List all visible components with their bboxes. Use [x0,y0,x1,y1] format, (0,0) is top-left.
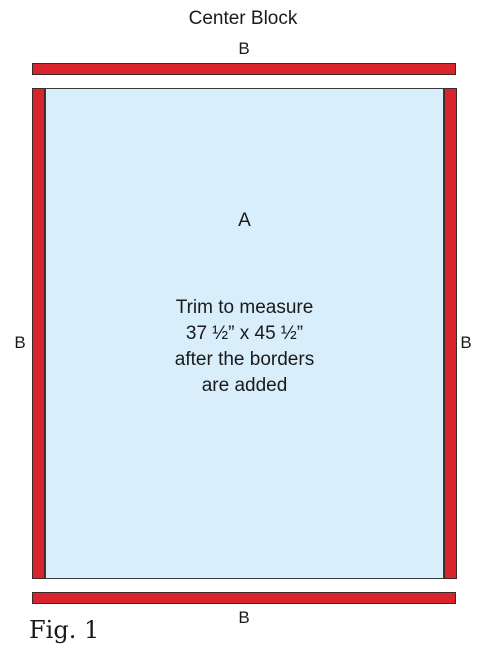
diagram-title: Center Block [188,8,298,29]
center-block [45,88,444,579]
right-border-label: B [460,333,472,352]
trim-instruction-line-1: Trim to measure [175,297,314,318]
center-block-label: A [238,210,251,231]
trim-instruction-line-2: 37 ½” x 45 ½” [185,323,304,344]
left-border-label: B [14,333,26,352]
top-border-label: B [238,39,250,58]
trim-instruction-line-4: are added [201,375,288,396]
trim-instruction: Trim to measure 37 ½” x 45 ½” after the … [45,295,444,399]
bottom-border-label: B [238,608,250,627]
left-border-strip [32,88,45,579]
top-border-strip [32,63,456,75]
right-border-strip [444,88,457,579]
trim-instruction-line-3: after the borders [174,349,315,370]
bottom-border-strip [32,592,456,604]
figure-label: Fig. 1 [29,616,100,644]
